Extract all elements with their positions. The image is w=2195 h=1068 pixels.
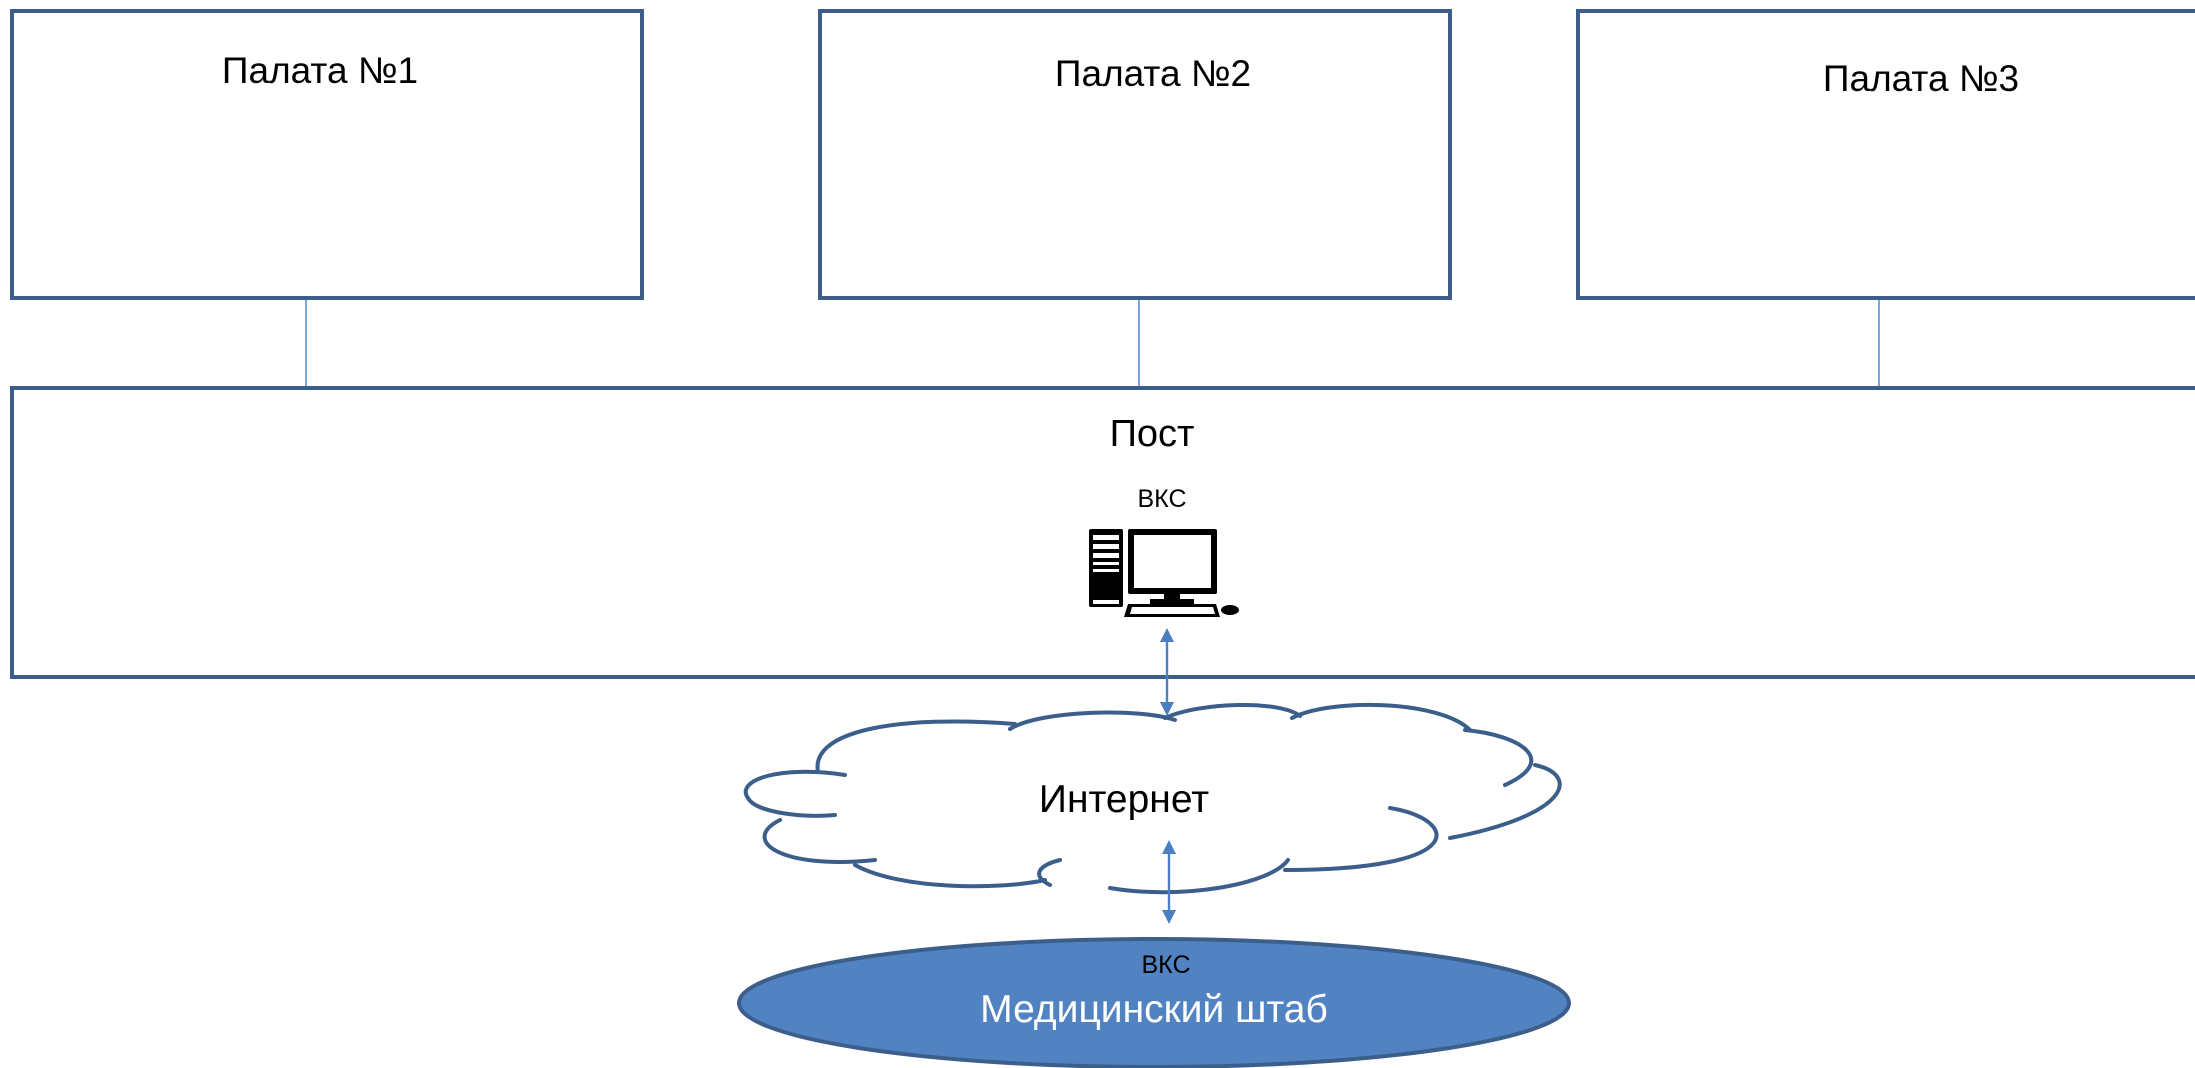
room-box-2: Палата №2 — [818, 9, 1452, 300]
desktop-computer-icon — [1089, 529, 1239, 617]
medical-hq: ВКС Медицинский штаб — [737, 937, 1571, 1068]
post-vks-label: ВКС — [1137, 485, 1186, 513]
arrow-post-internet — [1160, 628, 1174, 716]
room-label-2: Палата №2 — [1055, 53, 1251, 94]
hq-ellipse — [737, 937, 1571, 1068]
post-label: Пост — [1110, 413, 1195, 455]
arrow-internet-hq — [1162, 840, 1176, 924]
hq-vks-label: ВКС — [1141, 951, 1190, 979]
post-box: Пост ВКС — [10, 386, 2195, 679]
room-box-3: Палата №3 — [1576, 9, 2195, 300]
hq-label: Медицинский штаб — [980, 988, 1328, 1031]
room-label-1: Палата №1 — [222, 50, 418, 91]
internet-label: Интернет — [1039, 778, 1209, 821]
room-label-3: Палата №3 — [1823, 58, 2019, 99]
cloud-icon: Интернет — [740, 702, 1562, 895]
room-box-1: Палата №1 — [10, 9, 644, 300]
